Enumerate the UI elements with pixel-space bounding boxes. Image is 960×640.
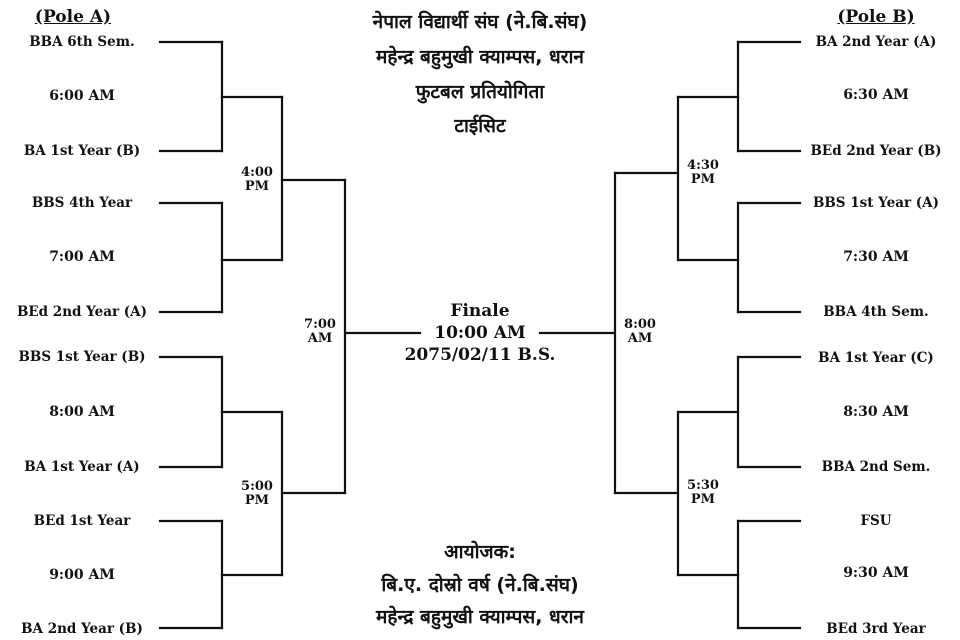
match-time: 8:30 AM <box>843 404 909 420</box>
match-time: 7:30 AM <box>843 249 909 265</box>
pole-b-round2-time-2: 5:30 PM <box>687 478 719 507</box>
team-label: BBS 1st Year (A) <box>812 195 940 211</box>
pole-b-round2-time-1: 4:30 PM <box>687 158 719 187</box>
team-label: BEd 1st Year <box>33 513 131 529</box>
team-label: BA 1st Year (C) <box>818 350 934 366</box>
team-label: BA 2nd Year (B) <box>21 621 143 637</box>
final-date: 2075/02/11 B.S. <box>404 345 556 365</box>
pole-b-round1-lines <box>676 40 802 630</box>
team-label: BBS 1st Year (B) <box>18 349 146 365</box>
header-org-name: नेपाल विद्यार्थी संघ (ने.बि.संघ) <box>372 11 588 33</box>
footer-organizer-name: बि.ए. दोस्रो वर्ष (ने.बि.संघ) <box>381 574 579 596</box>
team-label: BA 1st Year (A) <box>24 459 140 475</box>
match-time: 7:00 AM <box>49 249 115 265</box>
pole-a-round2-time-2: 5:00 PM <box>241 479 273 508</box>
match-time: 8:00 AM <box>49 404 115 420</box>
pole-a-semi-time: 7:00 AM <box>304 317 336 346</box>
final-time: 10:00 AM <box>434 323 526 343</box>
pole-a-round2-lines <box>280 95 347 577</box>
footer-organizer-label: आयोजक: <box>444 541 516 563</box>
pole-a-semi-lines <box>343 178 422 495</box>
team-label: BA 1st Year (B) <box>23 143 141 159</box>
final-label: Finale <box>450 301 510 321</box>
team-label: BBA 6th Sem. <box>29 34 135 50</box>
team-label: FSU <box>860 513 892 529</box>
pole-b-title: (Pole B) <box>837 7 915 27</box>
pole-b-round2-lines <box>613 95 680 577</box>
header-campus-name: महेन्द्र बहुमुखी क्याम्पस, धरान <box>376 46 584 68</box>
team-label: BA 2nd Year (A) <box>815 34 937 50</box>
team-label: BEd 2nd Year (B) <box>810 143 942 159</box>
pole-b-semi-lines <box>538 171 617 495</box>
pole-a-round1-lines <box>158 40 284 630</box>
match-time: 6:30 AM <box>843 87 909 103</box>
team-label: BBA 2nd Sem. <box>821 459 931 475</box>
match-time: 6:00 AM <box>49 88 115 104</box>
pole-b-semi-time: 8:00 AM <box>624 317 656 346</box>
team-label: BEd 3rd Year <box>826 621 926 637</box>
footer-campus-name: महेन्द्र बहुमुखी क्याम्पस, धरान <box>376 606 584 628</box>
pole-a-round2-time-1: 4:00 PM <box>241 165 273 194</box>
header-event-name: फुटबल प्रतियोगिता <box>415 81 545 103</box>
match-time: 9:00 AM <box>49 567 115 583</box>
header-sheet-title: टाईसिट <box>454 115 506 137</box>
team-label: BEd 2nd Year (A) <box>16 304 148 320</box>
match-time: 9:30 AM <box>843 565 909 581</box>
team-label: BBA 4th Sem. <box>823 304 929 320</box>
pole-a-title: (Pole A) <box>34 7 112 27</box>
team-label: BBS 4th Year <box>31 195 133 211</box>
